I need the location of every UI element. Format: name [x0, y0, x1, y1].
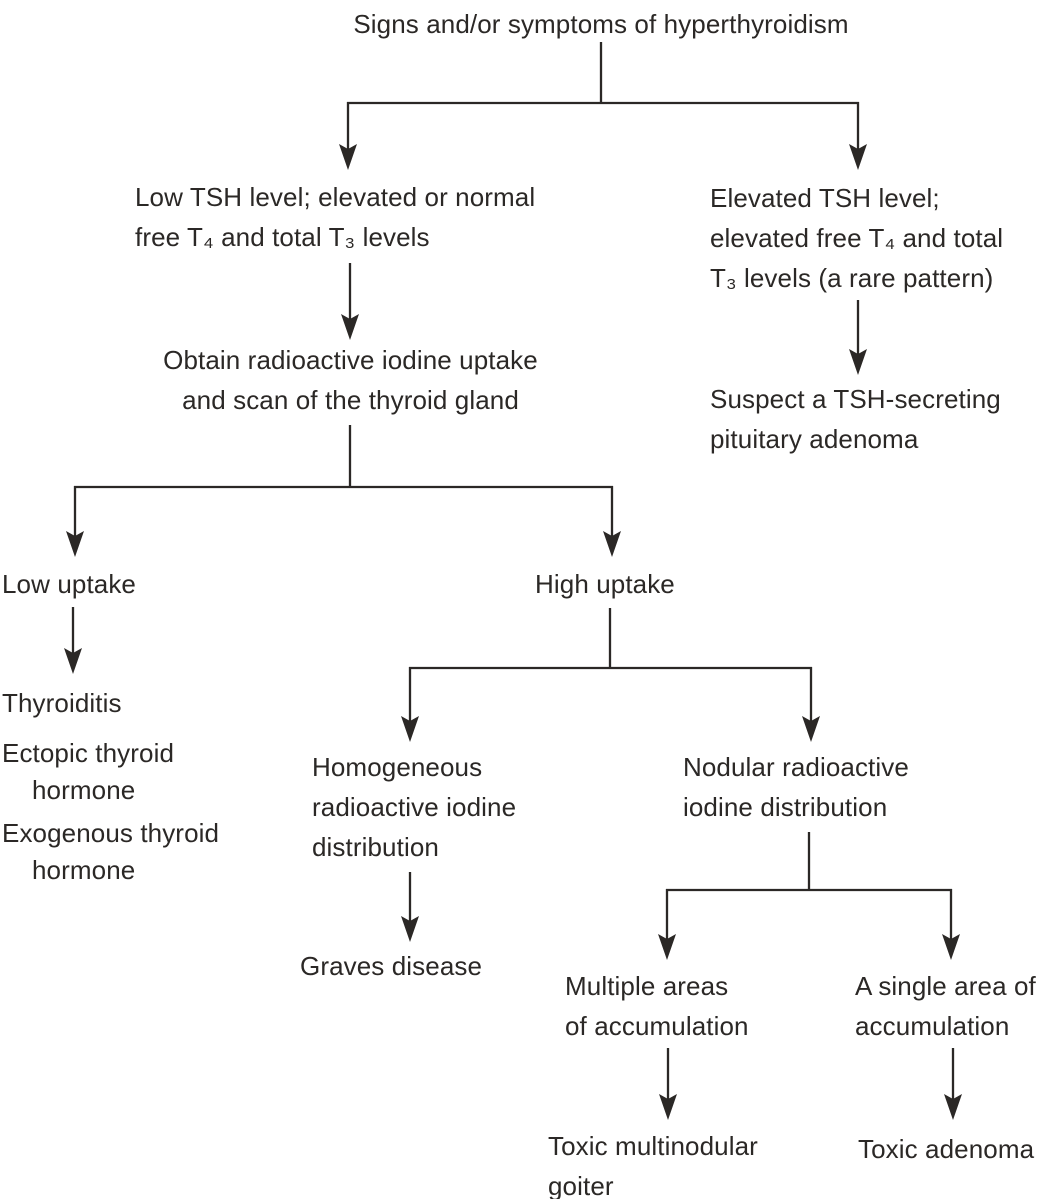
- connector-homogeneous-to-graves: [401, 872, 419, 942]
- node-toxic-adenoma: Toxic adenoma: [858, 1134, 1035, 1164]
- node-toxic-multinodular: Toxic multinodular goiter: [548, 1126, 758, 1199]
- node-low-tsh-line2: free T₄ and total T₃ levels: [135, 222, 430, 252]
- connector-nodular-to-accumulation-branches: [658, 832, 960, 960]
- node-obtain-uptake-line1: Obtain radioactive iodine uptake: [163, 345, 538, 375]
- node-suspect-adenoma: Suspect a TSH-secreting pituitary adenom…: [710, 379, 1001, 459]
- node-title: Signs and/or symptoms of hyperthyroidism: [353, 9, 849, 39]
- node-multiple-areas-line1: Multiple areas: [565, 971, 729, 1001]
- node-outcome-exogenous-line1: Exogenous thyroid: [2, 818, 220, 848]
- connector-single-to-toxic-adenoma: [944, 1048, 962, 1120]
- connector-multiple-to-toxic-goiter: [659, 1048, 677, 1120]
- node-homogeneous-line3: distribution: [312, 832, 439, 862]
- node-toxic-multinodular-line2: goiter: [548, 1171, 614, 1199]
- node-toxic-multinodular-line1: Toxic multinodular: [548, 1131, 758, 1161]
- node-multiple-areas-line2: of accumulation: [565, 1011, 749, 1041]
- node-single-area: A single area of accumulation: [855, 966, 1036, 1046]
- node-graves-disease: Graves disease: [300, 951, 483, 981]
- connector-title-to-tsh-branches: [339, 42, 867, 170]
- node-elevated-tsh-line3: T₃ levels (a rare pattern): [710, 263, 994, 293]
- node-elevated-tsh-line2: elevated free T₄ and total: [710, 223, 1004, 253]
- node-homogeneous-line1: Homogeneous: [312, 752, 483, 782]
- node-nodular: Nodular radioactive iodine distribution: [683, 747, 909, 827]
- node-low-tsh: Low TSH level; elevated or normal free T…: [135, 177, 535, 257]
- node-outcome-exogenous-line2: hormone: [32, 855, 136, 885]
- node-elevated-tsh: Elevated TSH level; elevated free T₄ and…: [710, 178, 1003, 298]
- node-high-uptake: High uptake: [535, 569, 675, 599]
- node-single-area-line2: accumulation: [855, 1011, 1010, 1041]
- node-obtain-uptake-line2: and scan of the thyroid gland: [182, 385, 519, 415]
- node-low-tsh-line1: Low TSH level; elevated or normal: [135, 182, 536, 212]
- node-elevated-tsh-line1: Elevated TSH level;: [710, 183, 940, 213]
- connector-lowtsh-to-obtain: [341, 263, 359, 340]
- node-single-area-line1: A single area of: [855, 971, 1036, 1001]
- connector-lowuptake-to-outcomes: [64, 607, 82, 674]
- connector-elevatedtsh-to-suspect: [849, 300, 867, 375]
- node-suspect-adenoma-line2: pituitary adenoma: [710, 424, 919, 454]
- node-obtain-uptake: Obtain radioactive iodine uptake and sca…: [138, 340, 563, 420]
- node-nodular-line2: iodine distribution: [683, 792, 888, 822]
- node-multiple-areas: Multiple areas of accumulation: [565, 966, 749, 1046]
- node-homogeneous-line2: radioactive iodine: [312, 792, 517, 822]
- node-low-uptake: Low uptake: [2, 569, 136, 599]
- node-nodular-line1: Nodular radioactive: [683, 752, 909, 782]
- node-homogeneous: Homogeneous radioactive iodine distribut…: [312, 747, 516, 867]
- connector-obtain-to-uptake-branches: [66, 425, 621, 557]
- node-suspect-adenoma-line1: Suspect a TSH-secreting: [710, 384, 1001, 414]
- node-outcome-ectopic-line1: Ectopic thyroid: [2, 738, 175, 768]
- connector-highuptake-to-distribution-branches: [401, 608, 820, 742]
- node-outcome-thyroiditis: Thyroiditis: [2, 688, 122, 718]
- node-outcome-ectopic-line2: hormone: [32, 775, 136, 805]
